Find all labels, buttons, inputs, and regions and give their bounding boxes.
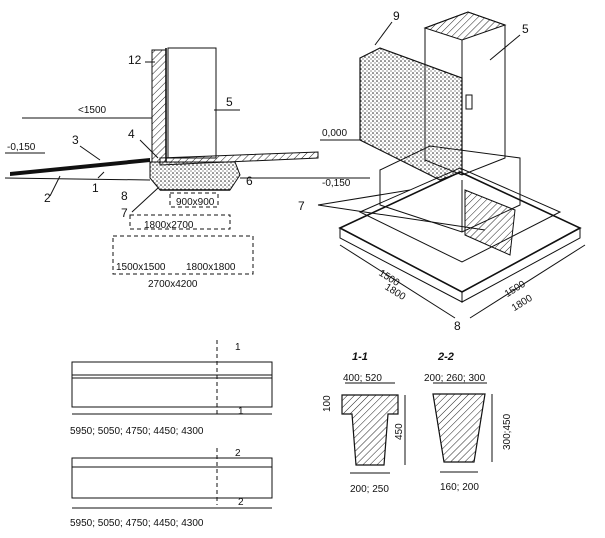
isometric-view: 9 5 7 8 0,000 -0,150 1500 1800 1500 1800 xyxy=(298,9,586,333)
section-2-2-bottom: 160; 200 xyxy=(440,482,479,493)
wall-panel-9 xyxy=(359,47,463,181)
beam-2: 2 2 5950; 5050; 4750; 4450; 4300 xyxy=(70,448,273,529)
section-1-1-title: 1-1 xyxy=(352,351,368,363)
elev-minus-0150-left: -0,150 xyxy=(7,142,36,153)
size-900x900: 900x900 xyxy=(176,197,215,208)
leader-9 xyxy=(374,21,393,46)
footing-large xyxy=(112,235,254,275)
leader-7a xyxy=(317,189,411,206)
label-1: 1 xyxy=(92,181,99,195)
t-section xyxy=(341,394,399,466)
column-top xyxy=(423,11,507,41)
label-6: 6 xyxy=(246,174,253,188)
beam-2-cut-top: 2 xyxy=(235,448,241,459)
base-plate-top xyxy=(338,171,582,293)
section-1-1-left: 100 xyxy=(322,395,333,412)
label-5: 5 xyxy=(226,95,233,109)
dim-right xyxy=(469,244,586,319)
leader-7b xyxy=(317,204,486,231)
iso-label-7: 7 xyxy=(298,199,305,213)
footing xyxy=(149,161,241,191)
size-2700x4200: 2700x4200 xyxy=(148,279,198,290)
beam-1-lengths: 5950; 5050; 4750; 4450; 4300 xyxy=(70,426,204,437)
footing-900 xyxy=(169,192,219,208)
section-1-1: 1-1 400; 520 100 450 200; 250 xyxy=(322,351,406,495)
label-12: 12 xyxy=(128,53,142,67)
label-2: 2 xyxy=(44,191,51,205)
leader-1 xyxy=(97,171,105,179)
beam-1-cut-top: 1 xyxy=(235,342,241,353)
label-7: 7 xyxy=(121,206,128,220)
dim-left xyxy=(339,244,456,319)
dim-lt-1500: <1500 xyxy=(78,105,107,116)
label-8: 8 xyxy=(121,189,128,203)
blind-area xyxy=(10,158,150,176)
iso-elev-minus-0150: -0,150 xyxy=(322,178,351,189)
leader-7 xyxy=(131,187,159,213)
section-2-2-title: 2-2 xyxy=(437,351,454,363)
iso-label-8: 8 xyxy=(454,319,461,333)
leader-4 xyxy=(139,139,159,159)
beam-2-lengths: 5950; 5050; 4750; 4450; 4300 xyxy=(70,518,204,529)
beam-7 xyxy=(464,189,516,256)
leader-2 xyxy=(49,175,61,197)
ground-line xyxy=(4,177,320,181)
column-outline xyxy=(167,47,217,159)
size-1800x1800: 1800x1800 xyxy=(186,262,236,273)
label-4: 4 xyxy=(128,127,135,141)
iso-elev-0000: 0,000 xyxy=(322,128,347,139)
iso-label-9: 9 xyxy=(393,9,400,23)
beam-2-body xyxy=(71,457,273,499)
size-1800x2700: 1800x2700 xyxy=(144,220,194,231)
section-1-1-bottom: 200; 250 xyxy=(350,484,389,495)
section-2-2-top: 200; 260; 300 xyxy=(424,373,486,384)
beam-2-cut-bottom: 2 xyxy=(238,497,244,508)
section-1-1-right: 450 xyxy=(394,423,405,440)
beam-1-body xyxy=(71,361,273,408)
base-plate-right xyxy=(461,227,581,303)
section-1-1-top: 400; 520 xyxy=(343,373,382,384)
leader-iso-5 xyxy=(489,34,521,61)
section-2-2-right: 300;450 xyxy=(502,413,513,450)
leader-3 xyxy=(79,145,101,161)
footing-1800x2700 xyxy=(129,214,231,230)
step-2 xyxy=(358,167,562,263)
section-2-2: 2-2 200; 260; 300 300;450 160; 200 xyxy=(424,351,513,493)
wall-panel xyxy=(151,49,167,163)
beam-1-cut-bottom: 1 xyxy=(238,406,244,417)
iso-label-5: 5 xyxy=(522,22,529,36)
column-slot xyxy=(465,94,473,110)
size-1500x1500: 1500x1500 xyxy=(116,262,166,273)
beam-1: 1 1 5950; 5050; 4750; 4450; 4300 xyxy=(70,340,273,437)
trapezoid-section xyxy=(432,393,486,463)
label-3: 3 xyxy=(72,133,79,147)
section-view: <1500 -0,150 12 5 4 3 1 2 8 7 6 900x900 … xyxy=(4,47,320,290)
